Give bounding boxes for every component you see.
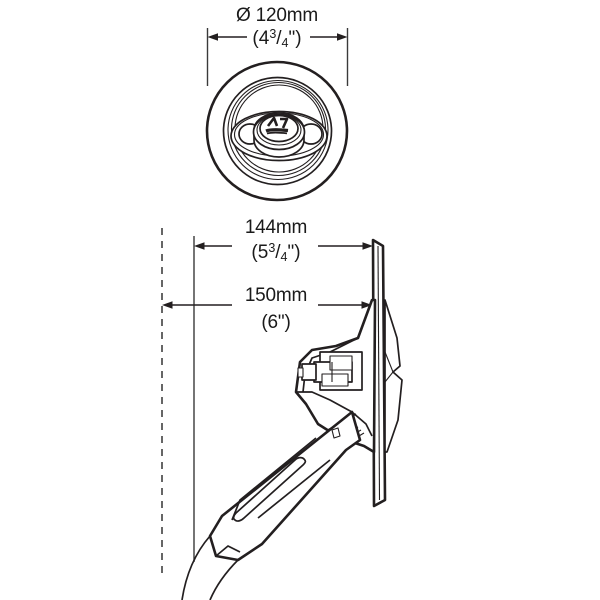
depth-total-metric-label: 150mm (245, 285, 307, 306)
rear-body-crease (384, 351, 394, 383)
handle-small-notch (331, 427, 341, 439)
latch-clip-assembly (297, 351, 363, 391)
diameter-dimension-group (206, 28, 349, 86)
mounting-plate-centre-line (377, 245, 381, 501)
latch-pin-tip (297, 367, 304, 378)
diameter-imperial-label: (43/4") (252, 27, 301, 50)
depth-total-arrow-right (361, 301, 372, 309)
depth-front-metric-label: 144mm (245, 217, 307, 238)
depth-front-arrow-right (362, 242, 373, 250)
side-view-group (181, 238, 403, 600)
latch-bottom-plate (321, 373, 349, 387)
connector-body-contour-2 (296, 391, 373, 437)
inner-ring-2 (227, 79, 329, 181)
cable-edge-right (209, 559, 239, 600)
depth-total-imperial-label: (6") (261, 312, 290, 333)
depth-total-arrow-left (162, 301, 173, 309)
latch-pin-barrel (301, 363, 317, 381)
imperial-numerator: 3 (269, 27, 276, 41)
diameter-arrow-left (207, 33, 218, 41)
df-numerator: 3 (268, 241, 275, 255)
brand-logo-mark (265, 116, 289, 135)
depth-front-imperial-label: (53/4") (251, 241, 300, 264)
df-paren-open: ( (251, 242, 258, 263)
df-slash: / (275, 242, 281, 263)
handle-end-cap (215, 545, 241, 557)
imperial-paren-open: (4 (252, 28, 269, 49)
svg-text:(43/4"): (43/4") (252, 27, 301, 50)
side-view-dimension-group (161, 228, 373, 578)
rear-body-profile (384, 299, 403, 453)
diameter-arrow-right (337, 33, 348, 41)
handle-slot-detail (232, 456, 307, 522)
connector-handle-body (208, 410, 362, 562)
front-view-group (205, 60, 349, 202)
depth-front-arrow-left (194, 242, 205, 250)
df-whole: 5 (258, 242, 269, 263)
imperial-denominator: 4 (282, 36, 289, 50)
diameter-metric-label: Ø 120mm (236, 5, 318, 26)
latch-top-plate (329, 355, 353, 371)
svg-text:(53/4"): (53/4") (251, 241, 300, 264)
df-paren-close: ") (288, 242, 301, 263)
imperial-slash: / (276, 28, 282, 49)
df-denominator: 4 (281, 250, 288, 264)
handle-seam-line-2 (257, 459, 331, 519)
imperial-paren-close: ") (289, 28, 302, 49)
cable-edge-left (181, 535, 211, 600)
